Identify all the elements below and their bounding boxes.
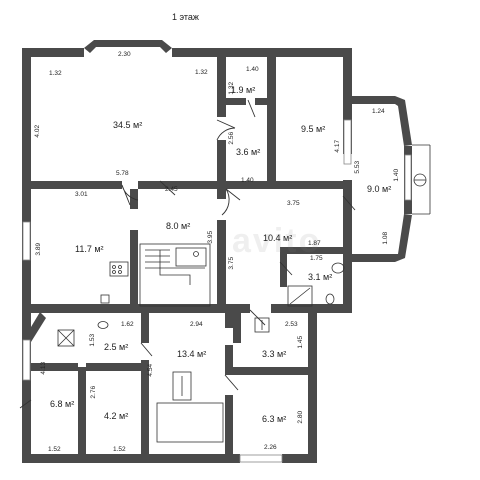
dimension-label: 1.62 [121,321,134,328]
dimension-label: 1.53 [89,333,97,347]
dimension-label: 3.01 [75,191,88,198]
fixtures [57,144,431,443]
dimension-label: 1.32 [228,81,236,95]
dimension-label: 4.13 [40,361,48,375]
room-area-4-2: 4.2 м² [104,411,129,421]
dimension-label: 1.32 [49,70,62,77]
room-area-11-7: 11.7 м² [75,244,104,254]
dimension-label: 3.95 [207,230,215,244]
dimension-label: 1.32 [195,69,208,76]
dimension-label: 4.54 [147,363,155,377]
dimension-label: 1.75 [310,255,323,262]
room-area-bath: 3.1 м² [308,272,333,282]
dimension-label: 1.40 [241,177,254,184]
room-area-stairs: 8.0 м² [166,221,191,231]
walls [22,40,412,463]
dimension-label: 3.75 [228,256,236,270]
dimension-label: 1.24 [372,108,385,115]
room-area-wc1: 1.9 м² [231,85,256,95]
dimension-label: 2.80 [297,410,305,424]
dimension-label: 1.40 [246,66,259,73]
room-area-2-5: 2.5 м² [104,342,129,352]
dimension-label: 1.52 [48,446,61,453]
windows [22,119,412,463]
dimension-label: 1.45 [297,335,305,349]
doors [19,99,356,409]
dimension-label: 3.75 [287,200,300,207]
dimension-label: 5.53 [354,160,362,174]
room-area-living: 34.5 м² [113,120,143,130]
dimension-label: 2.76 [90,385,98,399]
watermark: avito [232,222,322,260]
room-area-13-4: 13.4 м² [177,349,207,359]
dimension-label: 1.08 [382,231,390,245]
dimension-label: 4.02 [34,124,42,138]
room-area-6-8: 6.8 м² [50,399,75,409]
dimension-label: 1.52 [113,446,126,453]
dimension-label: 2.94 [190,321,203,328]
dimension-label: 2.56 [228,131,236,145]
dimension-label: 1.87 [308,240,321,247]
room-area-hall-small: 3.6 м² [236,147,261,157]
room-area-6-3: 6.3 м² [262,414,287,424]
dimension-label: 4.17 [334,139,342,153]
dimension-label: 2.53 [285,321,298,328]
dimension-label: 3.89 [35,242,43,256]
dimension-label: 5.78 [116,170,129,177]
room-area-corridor: 10.4 м² [263,233,293,243]
dimension-label: 2.45 [165,186,178,193]
room-area-3-3: 3.3 м² [262,349,287,359]
dimension-label: 1.40 [393,168,401,182]
room-area-9-5: 9.5 м² [301,124,326,134]
floor-title: 1 этаж [172,12,199,22]
dimension-label: 2.30 [118,51,131,58]
dimension-label: 2.26 [264,444,277,451]
room-area-bay: 9.0 м² [367,184,392,194]
